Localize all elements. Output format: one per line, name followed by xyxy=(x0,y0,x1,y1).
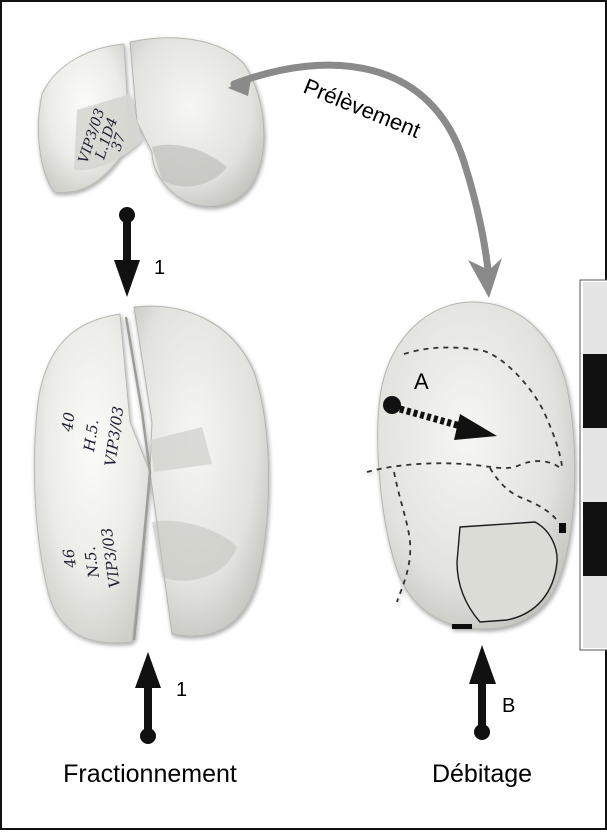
arrow-1-bottom: 1 xyxy=(135,652,187,744)
transfer-arrow: Prélèvement xyxy=(228,65,502,298)
arrow-1-top-shaft xyxy=(123,215,131,267)
scale-bar-segment-1 xyxy=(583,282,607,354)
arrow-1-top-label: 1 xyxy=(154,257,165,279)
scale-bar-segment-2 xyxy=(583,354,607,428)
arrow-a-origin-dot xyxy=(383,396,401,414)
arrow-1-bottom-origin-dot xyxy=(140,728,156,744)
debitage-platform-mark-bottom xyxy=(452,624,472,629)
arrow-1-bottom-label: 1 xyxy=(176,679,187,701)
fractionnement-specimen: VIP3/03 H.5. 40 VIP3/03 N.5. 46 xyxy=(34,306,268,643)
scale-bar-segment-5 xyxy=(583,576,607,648)
debitage-specimen xyxy=(367,302,575,629)
arrow-b: B xyxy=(469,645,515,740)
arrow-a-label: A xyxy=(414,369,429,394)
fractionnement-label: Fractionnement xyxy=(63,760,237,788)
arrow-1-top-head xyxy=(114,260,140,297)
arrow-1-top: 1 xyxy=(114,207,165,297)
arrow-b-head xyxy=(469,645,496,684)
scale-bar-segment-4 xyxy=(583,502,607,576)
fractionnement-mark-6: 46 xyxy=(59,547,80,570)
scale-bar xyxy=(580,280,607,650)
top-specimen: VIP3/03 L.1D4 37 xyxy=(38,38,263,207)
arrow-1-bottom-head xyxy=(135,652,161,688)
scale-bar-segment-3 xyxy=(583,428,607,502)
debitage-platform-mark-right xyxy=(559,523,566,533)
fractionnement-mark-3: 40 xyxy=(58,411,79,434)
debitage-label: Débitage xyxy=(432,760,532,788)
arrow-b-origin-dot xyxy=(474,724,490,740)
arrow-b-label: B xyxy=(502,695,515,717)
